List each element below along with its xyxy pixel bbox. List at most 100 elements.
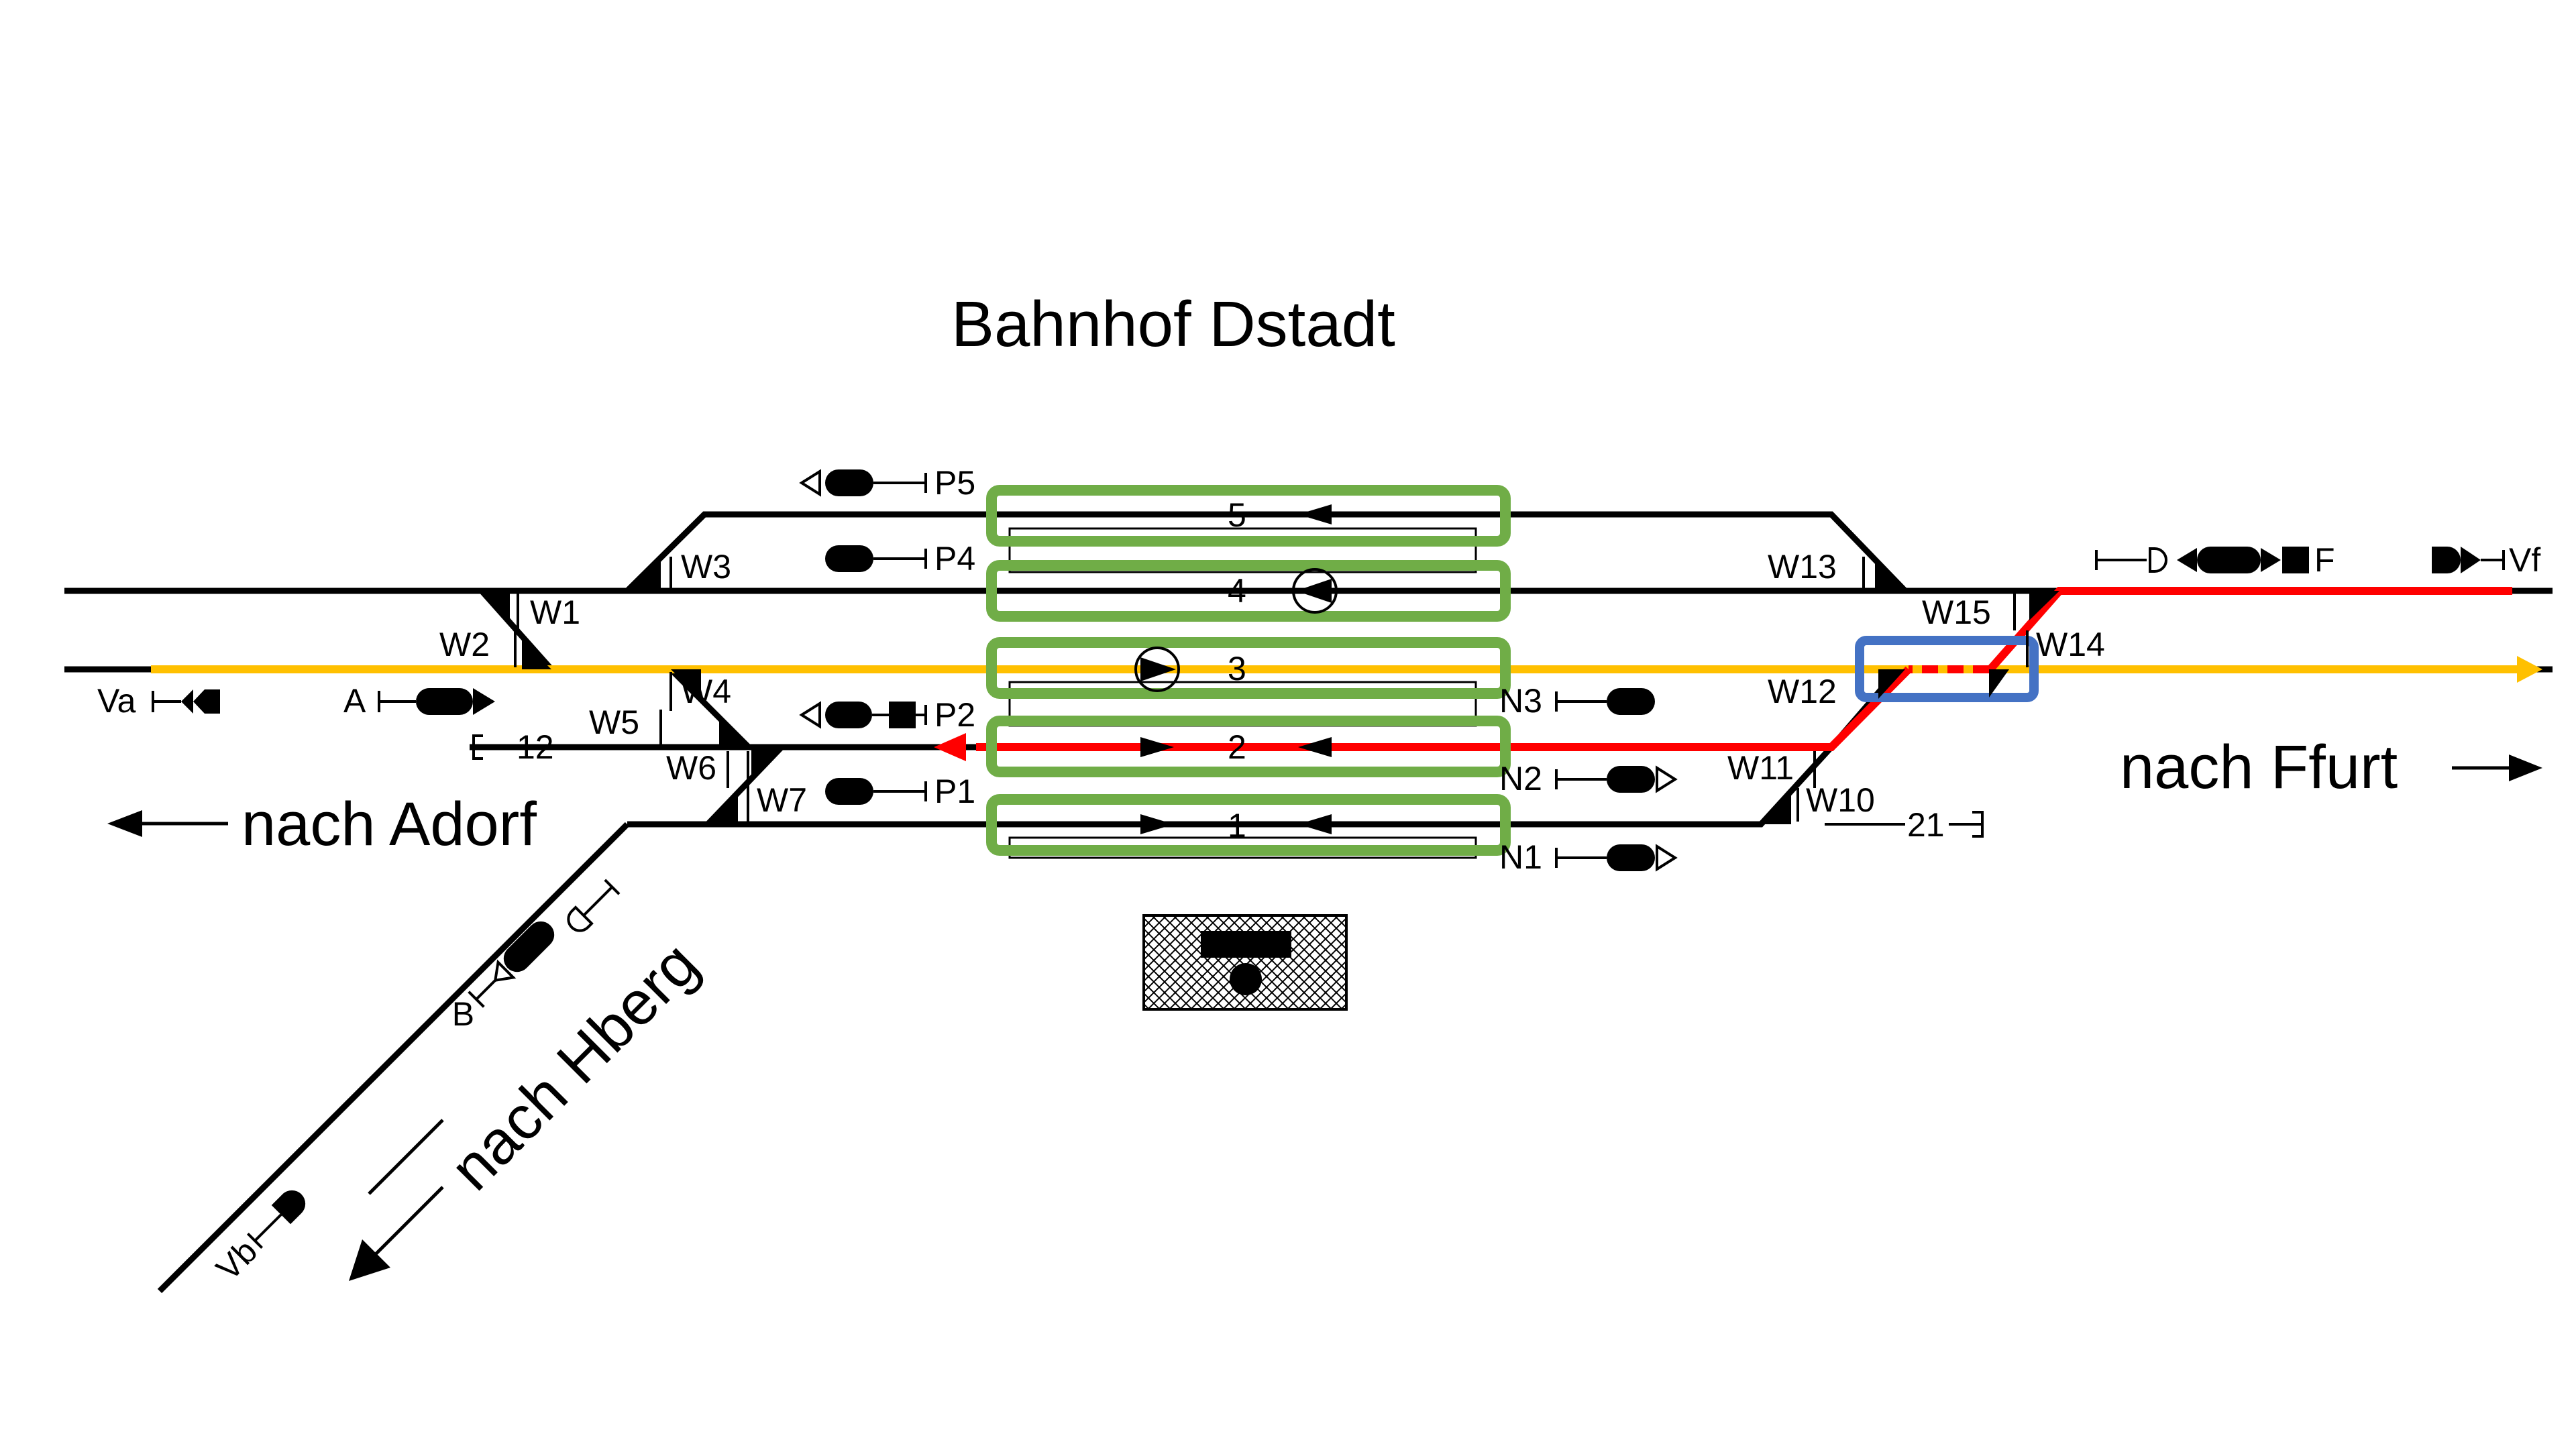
arrow-right-icon: [2509, 755, 2542, 781]
arrow-left-icon: [107, 810, 142, 837]
track-box-1: [986, 794, 1511, 856]
track-5: [625, 511, 1908, 594]
buffer-label-12: 12: [517, 728, 554, 766]
signal-p2: P2: [799, 696, 975, 734]
track-box-3: [986, 637, 1511, 699]
track-number-5: 5: [1228, 496, 1246, 534]
svg-text:P1: P1: [934, 773, 975, 810]
arrow-left-icon: [1298, 737, 1332, 757]
signal-vf: Vf: [2432, 541, 2540, 579]
signal-va: Va: [97, 682, 220, 720]
switch-w4: W4: [669, 669, 731, 711]
svg-text:P4: P4: [934, 540, 975, 577]
switch-highlight-w12-w14: [1855, 636, 2039, 702]
switches: W1 W2 W3 W4 W5 W6 W7: [439, 548, 2105, 824]
arrow-right-circled-icon: [1134, 647, 1180, 692]
signal-f: F: [2095, 541, 2335, 579]
svg-text:F: F: [2314, 541, 2335, 579]
svg-text:W1: W1: [530, 594, 580, 631]
svg-text:W13: W13: [1768, 548, 1837, 585]
svg-text:P5: P5: [934, 464, 975, 502]
track-box-4: [986, 560, 1511, 622]
signal-p5: P5: [799, 464, 975, 502]
switch-w7: W7: [747, 747, 807, 822]
svg-text:Va: Va: [97, 682, 136, 720]
track-box-2: [986, 716, 1511, 777]
svg-text:W6: W6: [666, 749, 716, 787]
svg-text:W7: W7: [757, 781, 807, 819]
signal-n1: N1: [1499, 838, 1678, 876]
arrow-left-icon: [1298, 504, 1332, 524]
svg-text:Vf: Vf: [2509, 541, 2540, 579]
signal-head-icon: [825, 469, 873, 496]
track-number-2: 2: [1228, 728, 1246, 766]
tracks: [64, 511, 2553, 1294]
svg-text:B: B: [452, 995, 474, 1033]
switch-w1: W1: [480, 591, 580, 631]
track-number-4: 4: [1228, 572, 1246, 610]
signal-n2: N2: [1499, 760, 1678, 797]
signal-a: A: [343, 682, 495, 720]
svg-text:W11: W11: [1727, 749, 1794, 787]
signal-head-icon: [1607, 688, 1655, 715]
svg-text:W12: W12: [1768, 673, 1837, 710]
station-building-icon: [1142, 914, 1348, 1011]
svg-text:N2: N2: [1499, 760, 1542, 797]
svg-text:nach Adorf: nach Adorf: [241, 790, 537, 858]
track-highlights: [986, 485, 1511, 856]
direction-hberg: nach Hberg: [349, 930, 711, 1281]
signal-head-icon: [181, 689, 193, 714]
track-number-3: 3: [1228, 650, 1246, 687]
signal-head-icon: [825, 545, 873, 572]
direction-adorf: nach Adorf: [107, 790, 537, 858]
switch-w11: W11: [1727, 749, 1816, 788]
direction-arrows: [1134, 504, 1338, 834]
track-number-1: 1: [1228, 807, 1246, 844]
signal-head-icon: [2197, 547, 2261, 573]
switch-w10: W10: [1761, 781, 1875, 824]
switch-w15: W15: [1922, 591, 2059, 631]
signal-p1: P1: [825, 773, 975, 810]
signal-head-icon: [503, 921, 555, 972]
svg-text:W2: W2: [439, 626, 490, 663]
track-hberg: [157, 822, 630, 1294]
direction-ffurt: nach Ffurt: [2120, 733, 2542, 801]
svg-text:W15: W15: [1922, 594, 1991, 631]
switch-w2: W2: [439, 626, 551, 669]
signal-p4: P4: [825, 540, 975, 577]
buffer-stop-21: [1972, 811, 1984, 838]
signal-b: B: [452, 921, 555, 1033]
route-yellow: [151, 656, 2542, 683]
signal-n3: N3: [1499, 682, 1655, 720]
route-red-arrowhead: [934, 733, 966, 761]
switch-w3: W3: [627, 548, 731, 591]
svg-text:W4: W4: [681, 673, 731, 710]
switch-w12: W12: [1768, 669, 1905, 710]
svg-text:N1: N1: [1499, 838, 1542, 876]
track-box-5: [986, 485, 1511, 547]
arrow-left-icon: [1298, 814, 1332, 834]
signal-head-icon: [416, 688, 473, 715]
track-numbers: 5 4 3 2 1: [1228, 496, 1246, 844]
switch-w13: W13: [1768, 548, 1905, 591]
svg-text:P2: P2: [934, 696, 975, 734]
svg-text:W14: W14: [2036, 626, 2105, 663]
arrow-down-left-icon: [349, 1239, 390, 1281]
signal-head-icon: [1607, 844, 1655, 871]
buffer-stops: 12 21: [472, 728, 1984, 844]
switch-w6: W6: [666, 749, 738, 824]
switch-w5: W5: [589, 704, 749, 747]
buffer-label-21: 21: [1907, 806, 1945, 844]
signal-head-icon: [825, 702, 872, 728]
svg-text:W3: W3: [681, 548, 731, 585]
page-title: Bahnhof Dstadt: [951, 288, 1395, 360]
svg-text:W10: W10: [1806, 781, 1875, 819]
svg-text:nach Ffurt: nach Ffurt: [2120, 733, 2398, 801]
signal-b-distant: [567, 879, 621, 932]
svg-text:W5: W5: [589, 704, 639, 741]
signal-head-icon: [1607, 766, 1655, 793]
switch-w14: W14: [1989, 626, 2105, 697]
signals: Va A P5 P4: [97, 464, 2540, 1288]
arrow-right-icon: [1140, 814, 1174, 834]
